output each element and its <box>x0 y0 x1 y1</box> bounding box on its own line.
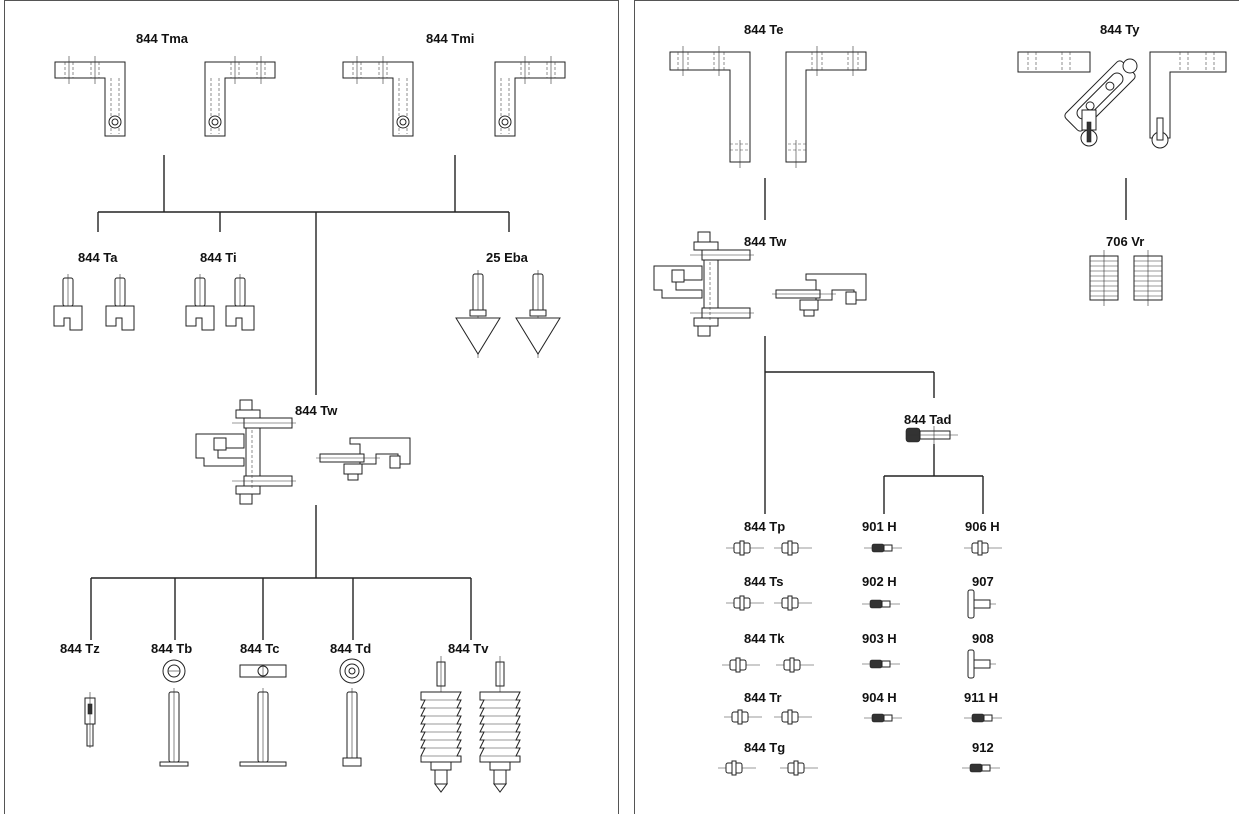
label-901-h: 901 H <box>862 519 897 534</box>
label-844-ts: 844 Ts <box>744 574 784 589</box>
label-907: 907 <box>972 574 994 589</box>
part-912 <box>961 763 1001 773</box>
part-844-tc <box>239 664 287 767</box>
label-25-eba: 25 Eba <box>486 250 529 265</box>
part-844-ts <box>725 595 813 611</box>
tree-connector-right-middle <box>764 336 984 514</box>
part-911-h <box>963 713 1003 723</box>
label-844-tk: 844 Tk <box>744 631 785 646</box>
label-844-tw-right: 844 Tw <box>744 234 787 249</box>
label-903-h: 903 H <box>862 631 897 646</box>
label-844-tmi: 844 Tmi <box>426 31 474 46</box>
part-844-tr <box>723 709 813 725</box>
label-844-tp: 844 Tp <box>744 519 785 534</box>
label-844-tw-left: 844 Tw <box>295 403 338 418</box>
part-844-tma <box>54 55 276 137</box>
part-844-tad <box>905 426 958 446</box>
label-844-tz: 844 Tz <box>60 641 100 656</box>
label-844-tr: 844 Tr <box>744 690 782 705</box>
part-903-h <box>861 659 901 669</box>
part-844-tb <box>159 659 189 767</box>
part-844-tv <box>420 655 521 793</box>
part-844-tmi <box>342 55 566 137</box>
part-908 <box>967 649 997 679</box>
tree-connector-top <box>97 155 510 395</box>
part-904-h <box>863 713 903 723</box>
label-904-h: 904 H <box>862 690 897 705</box>
part-844-tk <box>721 657 815 673</box>
part-906-h <box>963 540 1003 556</box>
label-844-ti: 844 Ti <box>200 250 237 265</box>
part-844-tz <box>84 692 96 748</box>
part-844-tg <box>717 760 819 776</box>
label-844-tc: 844 Tc <box>240 641 280 656</box>
part-844-ta <box>53 273 135 331</box>
label-912: 912 <box>972 740 994 755</box>
label-844-tad: 844 Tad <box>904 412 952 427</box>
label-706-vr: 706 Vr <box>1106 234 1144 249</box>
label-844-ta: 844 Ta <box>78 250 118 265</box>
label-844-tg: 844 Tg <box>744 740 785 755</box>
part-844-tp <box>725 540 813 556</box>
label-902-h: 902 H <box>862 574 897 589</box>
label-911-h: 911 H <box>964 690 998 705</box>
label-844-te: 844 Te <box>744 22 784 37</box>
label-844-tb: 844 Tb <box>151 641 192 656</box>
part-844-te <box>669 45 867 169</box>
label-844-tv: 844 Tv <box>448 641 489 656</box>
part-902-h <box>861 599 901 609</box>
label-844-tma: 844 Tma <box>136 31 189 46</box>
tree-connector-right-top <box>764 178 1127 220</box>
label-844-td: 844 Td <box>330 641 371 656</box>
part-844-ti <box>185 273 255 331</box>
part-901-h <box>863 543 903 553</box>
label-844-ty: 844 Ty <box>1100 22 1140 37</box>
label-906-h: 906 H <box>965 519 1000 534</box>
part-844-td <box>339 658 365 767</box>
part-706-vr <box>1089 249 1163 307</box>
part-907 <box>967 589 997 619</box>
tree-connector-bottom <box>90 505 472 640</box>
part-844-ty <box>1017 51 1227 149</box>
part-25-eba <box>455 269 561 359</box>
label-908: 908 <box>972 631 994 646</box>
